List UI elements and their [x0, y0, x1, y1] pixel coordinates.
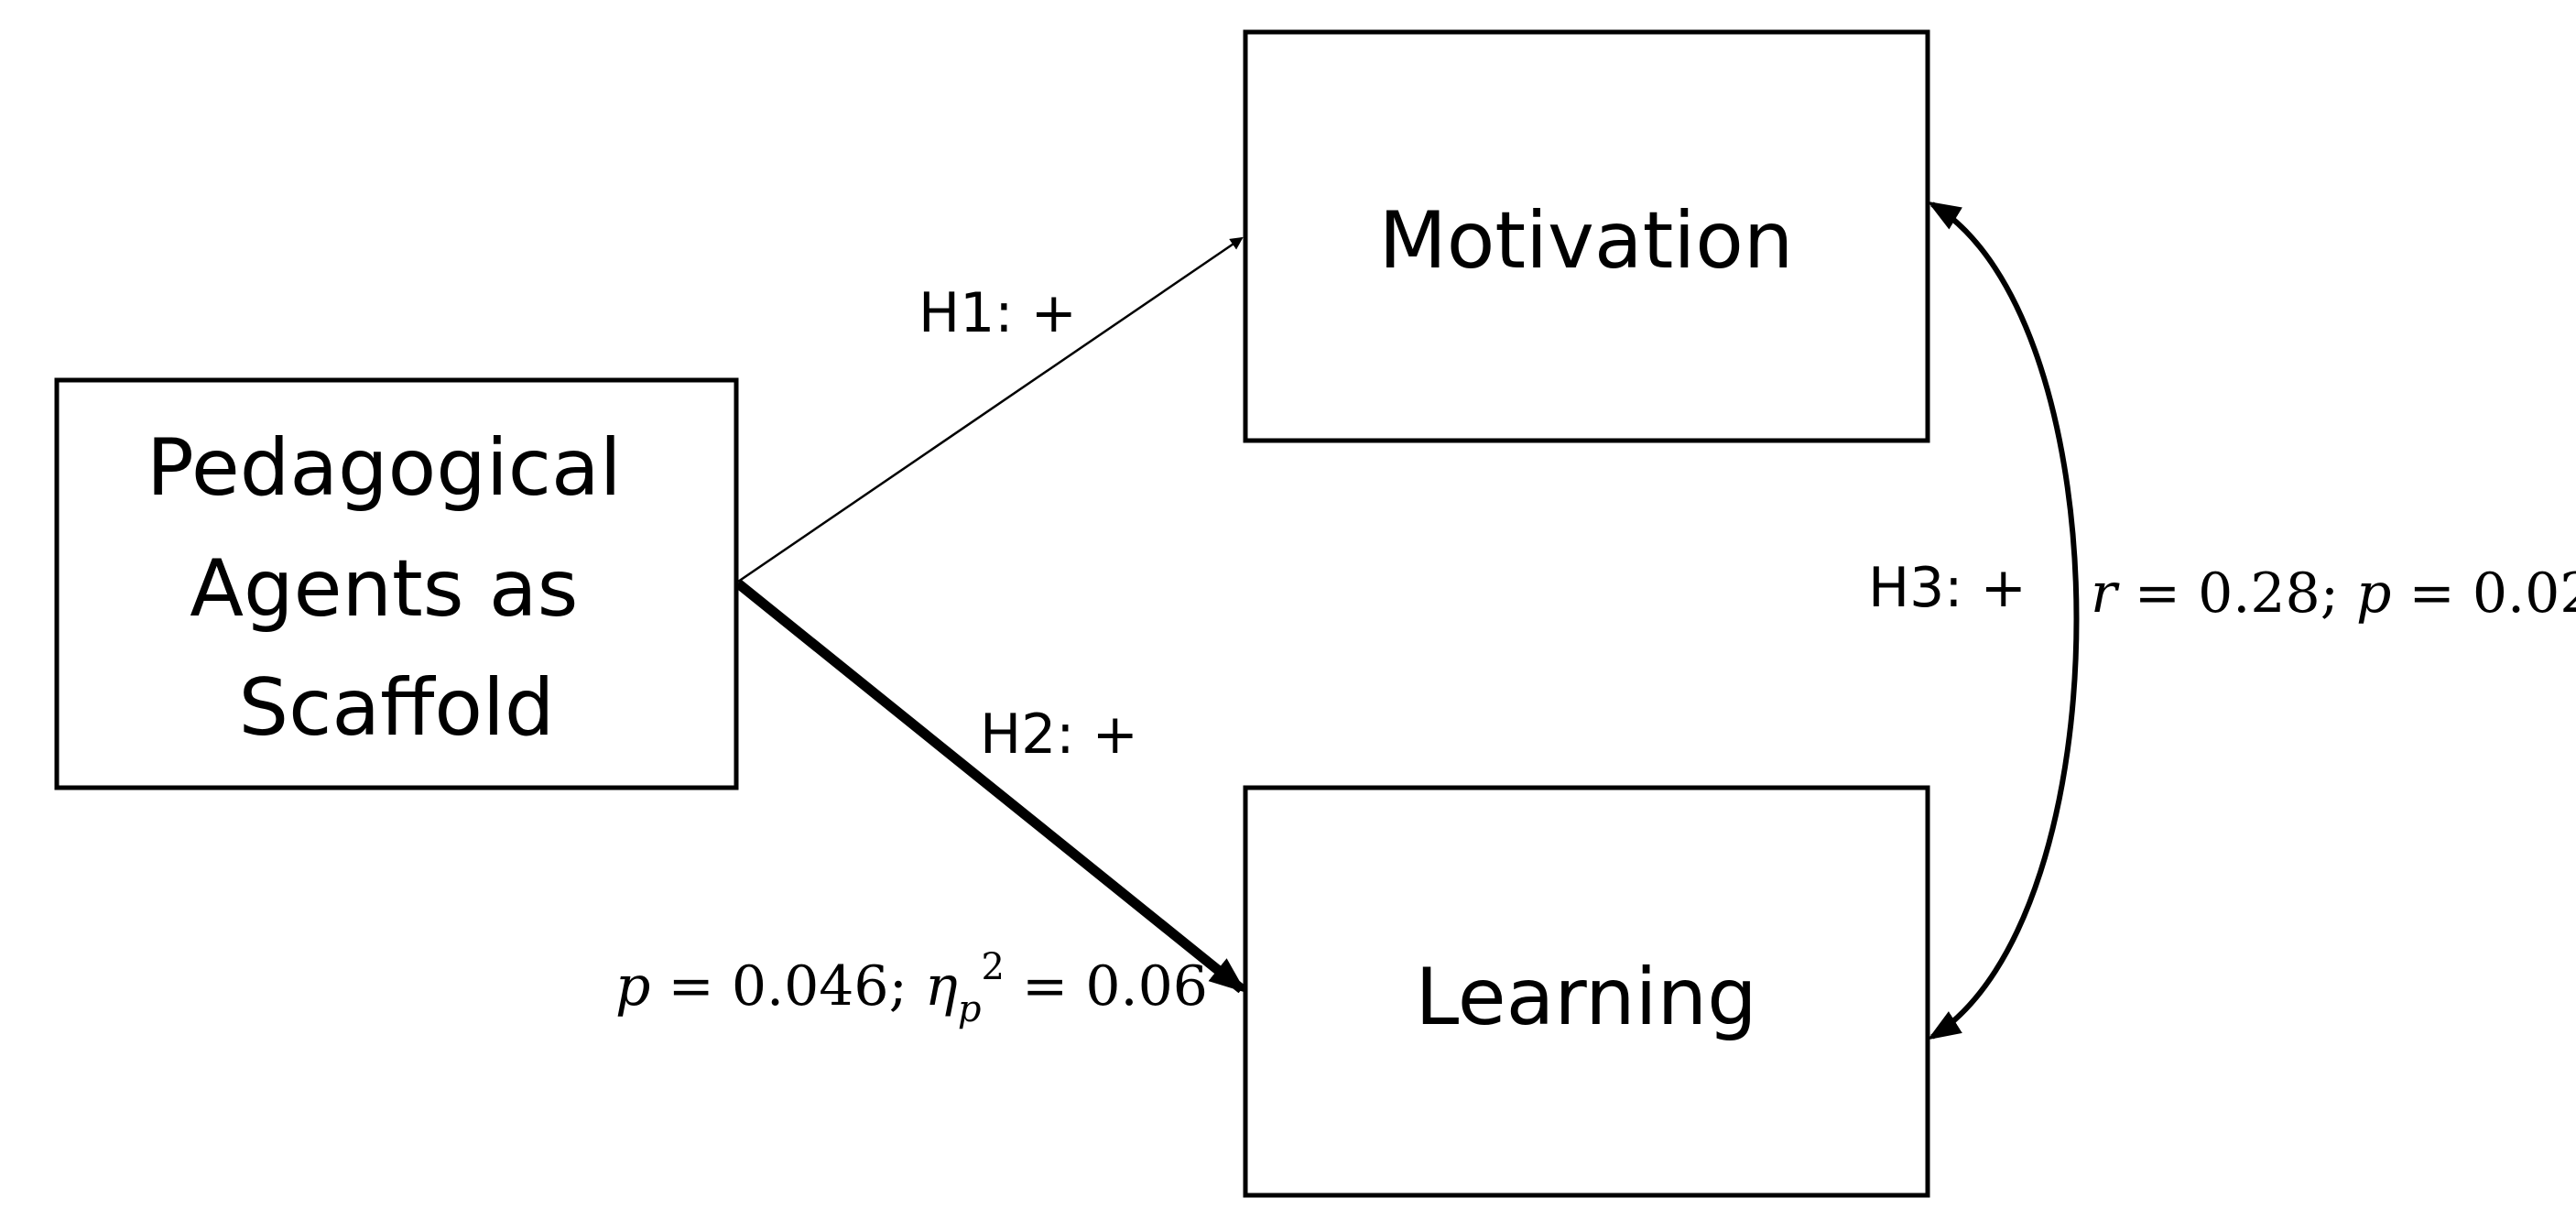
- h2-eta-symbol: η: [925, 954, 958, 1018]
- predictor-label-line-3: Scaffold: [239, 662, 555, 754]
- predictor-label: Pedagogical Agents as Scaffold: [147, 422, 647, 754]
- motivation-label: Motivation: [1379, 195, 1794, 287]
- h1-arrow: [737, 236, 1244, 583]
- predictor-box: [54, 377, 739, 790]
- h1-label: H1: +: [918, 281, 1077, 345]
- h3-r-text: = 0.28;: [2117, 561, 2356, 626]
- h3-label: H3: +: [1868, 556, 2027, 620]
- predictor-label-line-1: Pedagogical: [147, 422, 622, 514]
- h3-stats: r = 0.28; p = 0.02: [2091, 561, 2576, 626]
- h2-eta-superscript: 2: [981, 946, 1004, 988]
- h2-stats: p = 0.046; ηp2 = 0.06: [615, 946, 1208, 1030]
- h2-p-symbol: p: [615, 954, 650, 1018]
- h3-p-text: = 0.02: [2391, 561, 2576, 626]
- h2-p-text: = 0.046;: [650, 954, 924, 1018]
- predictor-node: Pedagogical Agents as Scaffold: [54, 377, 739, 790]
- learning-label: Learning: [1415, 952, 1756, 1043]
- h3-arrow: [1927, 201, 2080, 1040]
- h2-eta-text: = 0.06: [1005, 954, 1208, 1018]
- motivation-node: Motivation: [1243, 29, 1930, 443]
- h3-r-symbol: r: [2091, 561, 2120, 626]
- h3-p-symbol: p: [2356, 561, 2391, 626]
- predictor-label-line-2: Agents as: [190, 543, 578, 635]
- h2-label: H2: +: [980, 703, 1138, 767]
- learning-node: Learning: [1243, 785, 1930, 1198]
- h2-arrow: [734, 579, 1246, 994]
- h2-eta-subscript: p: [958, 988, 982, 1030]
